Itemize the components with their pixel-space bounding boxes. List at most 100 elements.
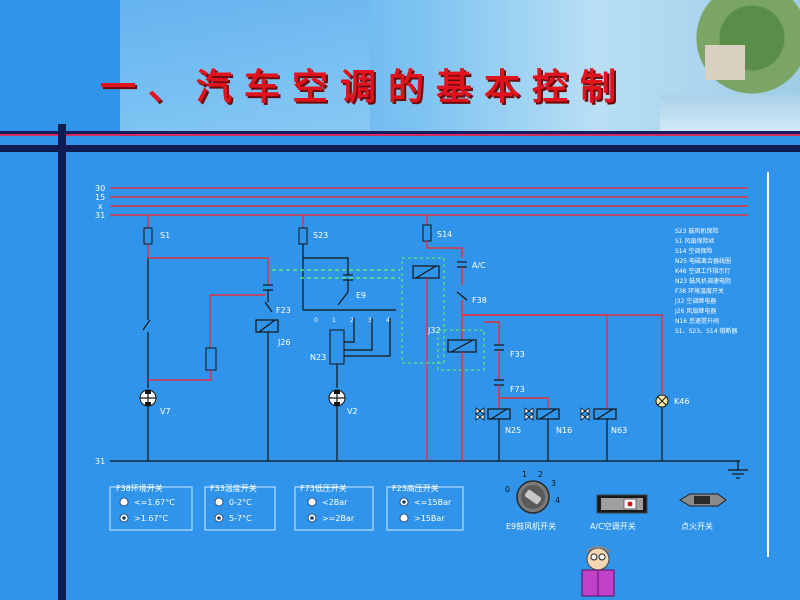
svg-text:J32 空调继电器: J32 空调继电器 [674,297,716,305]
svg-text:K46 空调工作指示灯: K46 空调工作指示灯 [675,267,730,275]
radio-f38-option-1[interactable]: <=1.67°C [119,497,175,507]
radio-f33-option-1[interactable]: 0-2°C [214,497,252,507]
right-divider [767,172,769,557]
relay-upper [412,265,440,279]
svg-text:<=15Bar: <=15Bar [414,498,452,507]
svg-text:<=1.67°C: <=1.67°C [134,498,175,507]
dashed-box-relay [401,257,445,364]
svg-text:1: 1 [522,470,527,479]
radio-f23-option-1[interactable]: <=15Bar [399,497,452,507]
svg-text:>1.67°C: >1.67°C [134,514,169,523]
svg-text:N25 电磁离合器线圈: N25 电磁离合器线圈 [675,257,731,265]
svg-text:0: 0 [314,317,318,324]
label-v2: V2 [347,407,358,416]
svg-text:F38 环境温度开关: F38 环境温度开关 [675,287,724,295]
svg-text:S23 鼓风机保险: S23 鼓风机保险 [675,227,718,235]
svg-text:S1 风扇保险丝: S1 风扇保险丝 [675,237,715,245]
svg-text:1: 1 [332,317,336,324]
svg-text:S14 空调保险: S14 空调保险 [675,247,712,255]
radio-f23-option-2[interactable]: >15Bar [399,513,445,523]
svg-text:>=2Bar: >=2Bar [322,514,355,523]
label-f73: F73 [510,385,525,394]
rail-label-30: 30 [95,184,105,193]
reading-mascot-icon [581,546,615,597]
label-n25: N25 [505,426,521,435]
f23-contact [264,301,273,313]
svg-text:>15Bar: >15Bar [414,514,445,523]
svg-text:0-2°C: 0-2°C [229,498,252,507]
radio-f38-option-2[interactable]: >1.67°C [119,513,169,523]
rail-label-15: 15 [95,193,105,202]
top-accent-bar [0,145,800,152]
fuse-s14 [422,224,432,242]
f38-contact [456,291,468,301]
svg-text:S1、S23、S14 熔断器: S1、S23、S14 熔断器 [675,327,737,335]
svg-text:0: 0 [505,485,510,494]
label-s14: S14 [437,230,452,239]
svg-text:2: 2 [538,470,543,479]
ignition-key[interactable] [679,493,727,507]
blower-knob[interactable]: 0 1 2 3 4 [505,470,560,514]
resistor-n23 [329,329,345,365]
ac-switch[interactable] [596,494,648,514]
left-accent-bar [58,124,66,600]
solenoid-n16 [524,407,560,421]
fan-v2-icon [328,389,346,407]
banner-water [660,95,800,132]
label-n16: N16 [556,426,572,435]
title-rule-accent [0,134,800,136]
svg-text:2: 2 [350,317,354,324]
svg-text:4: 4 [386,317,390,324]
resistor-icon [205,347,217,371]
header-banner [120,0,800,132]
label-n63: N63 [611,426,627,435]
label-f23: F23 [276,306,291,315]
svg-text:5-7°C: 5-7°C [229,514,252,523]
label-n23: N23 [310,353,326,362]
svg-text:3: 3 [551,479,556,488]
label-v7: V7 [160,407,171,416]
fuse-s23 [298,227,308,245]
lamp-k46-icon [655,394,669,408]
solenoid-n25 [475,407,511,421]
v7-contact [142,319,151,331]
selector-f23: F23高压开关 <=15Bar >15Bar [386,483,464,531]
selector-f73-title: F73低压开关 [300,483,347,493]
radio-f33-option-2[interactable]: 5-7°C [214,513,252,523]
label-j26: J26 [277,338,291,347]
selector-f23-title: F23高压开关 [392,483,439,493]
blower-knob-label: E9鼓风机开关 [506,521,556,531]
component-legend: S23 鼓风机保险 S1 风扇保险丝 S14 空调保险 N25 电磁离合器线圈 … [674,227,737,335]
e9-positions: 0 1 2 3 4 [303,309,396,324]
solenoid-n63 [580,407,617,421]
svg-text:N16 怠速提升阀: N16 怠速提升阀 [675,317,719,325]
ignition-label: 点火开关 [681,521,713,531]
page-title: 一、汽车空调的基本控制 [100,66,629,108]
relay-j26 [255,319,279,333]
label-k46: K46 [674,397,689,406]
fuse-s1 [143,227,153,245]
radio-f73-option-1[interactable]: <2Bar [307,497,348,507]
label-f38: F38 [472,296,487,305]
fan-v7-icon [139,389,157,407]
title-rule [0,131,800,134]
selector-f33-title: F33温度开关 [210,483,257,493]
banner-building [705,45,745,80]
power-rails: 30 15 x 31 [95,184,748,220]
ground-icon [728,461,748,479]
banner-sky [120,0,370,132]
selector-f38: F38环境开关 <=1.67°C >1.67°C [109,483,193,531]
label-f33: F33 [510,350,525,359]
rail-label-31: 31 [95,211,105,220]
label-e9: E9 [356,291,366,300]
selector-f73: F73低压开关 <2Bar >=2Bar [294,483,374,531]
radio-f73-option-2[interactable]: >=2Bar [307,513,355,523]
label-s23: S23 [313,231,328,240]
dashed-box-j32 [437,329,485,371]
svg-text:J26 风扇继电器: J26 风扇继电器 [674,307,716,315]
selector-f38-title: F38环境开关 [116,483,163,493]
label-s1: S1 [160,231,170,240]
ac-switch-label: A/C空调开关 [590,521,636,531]
label-j32: J32 [427,326,441,335]
